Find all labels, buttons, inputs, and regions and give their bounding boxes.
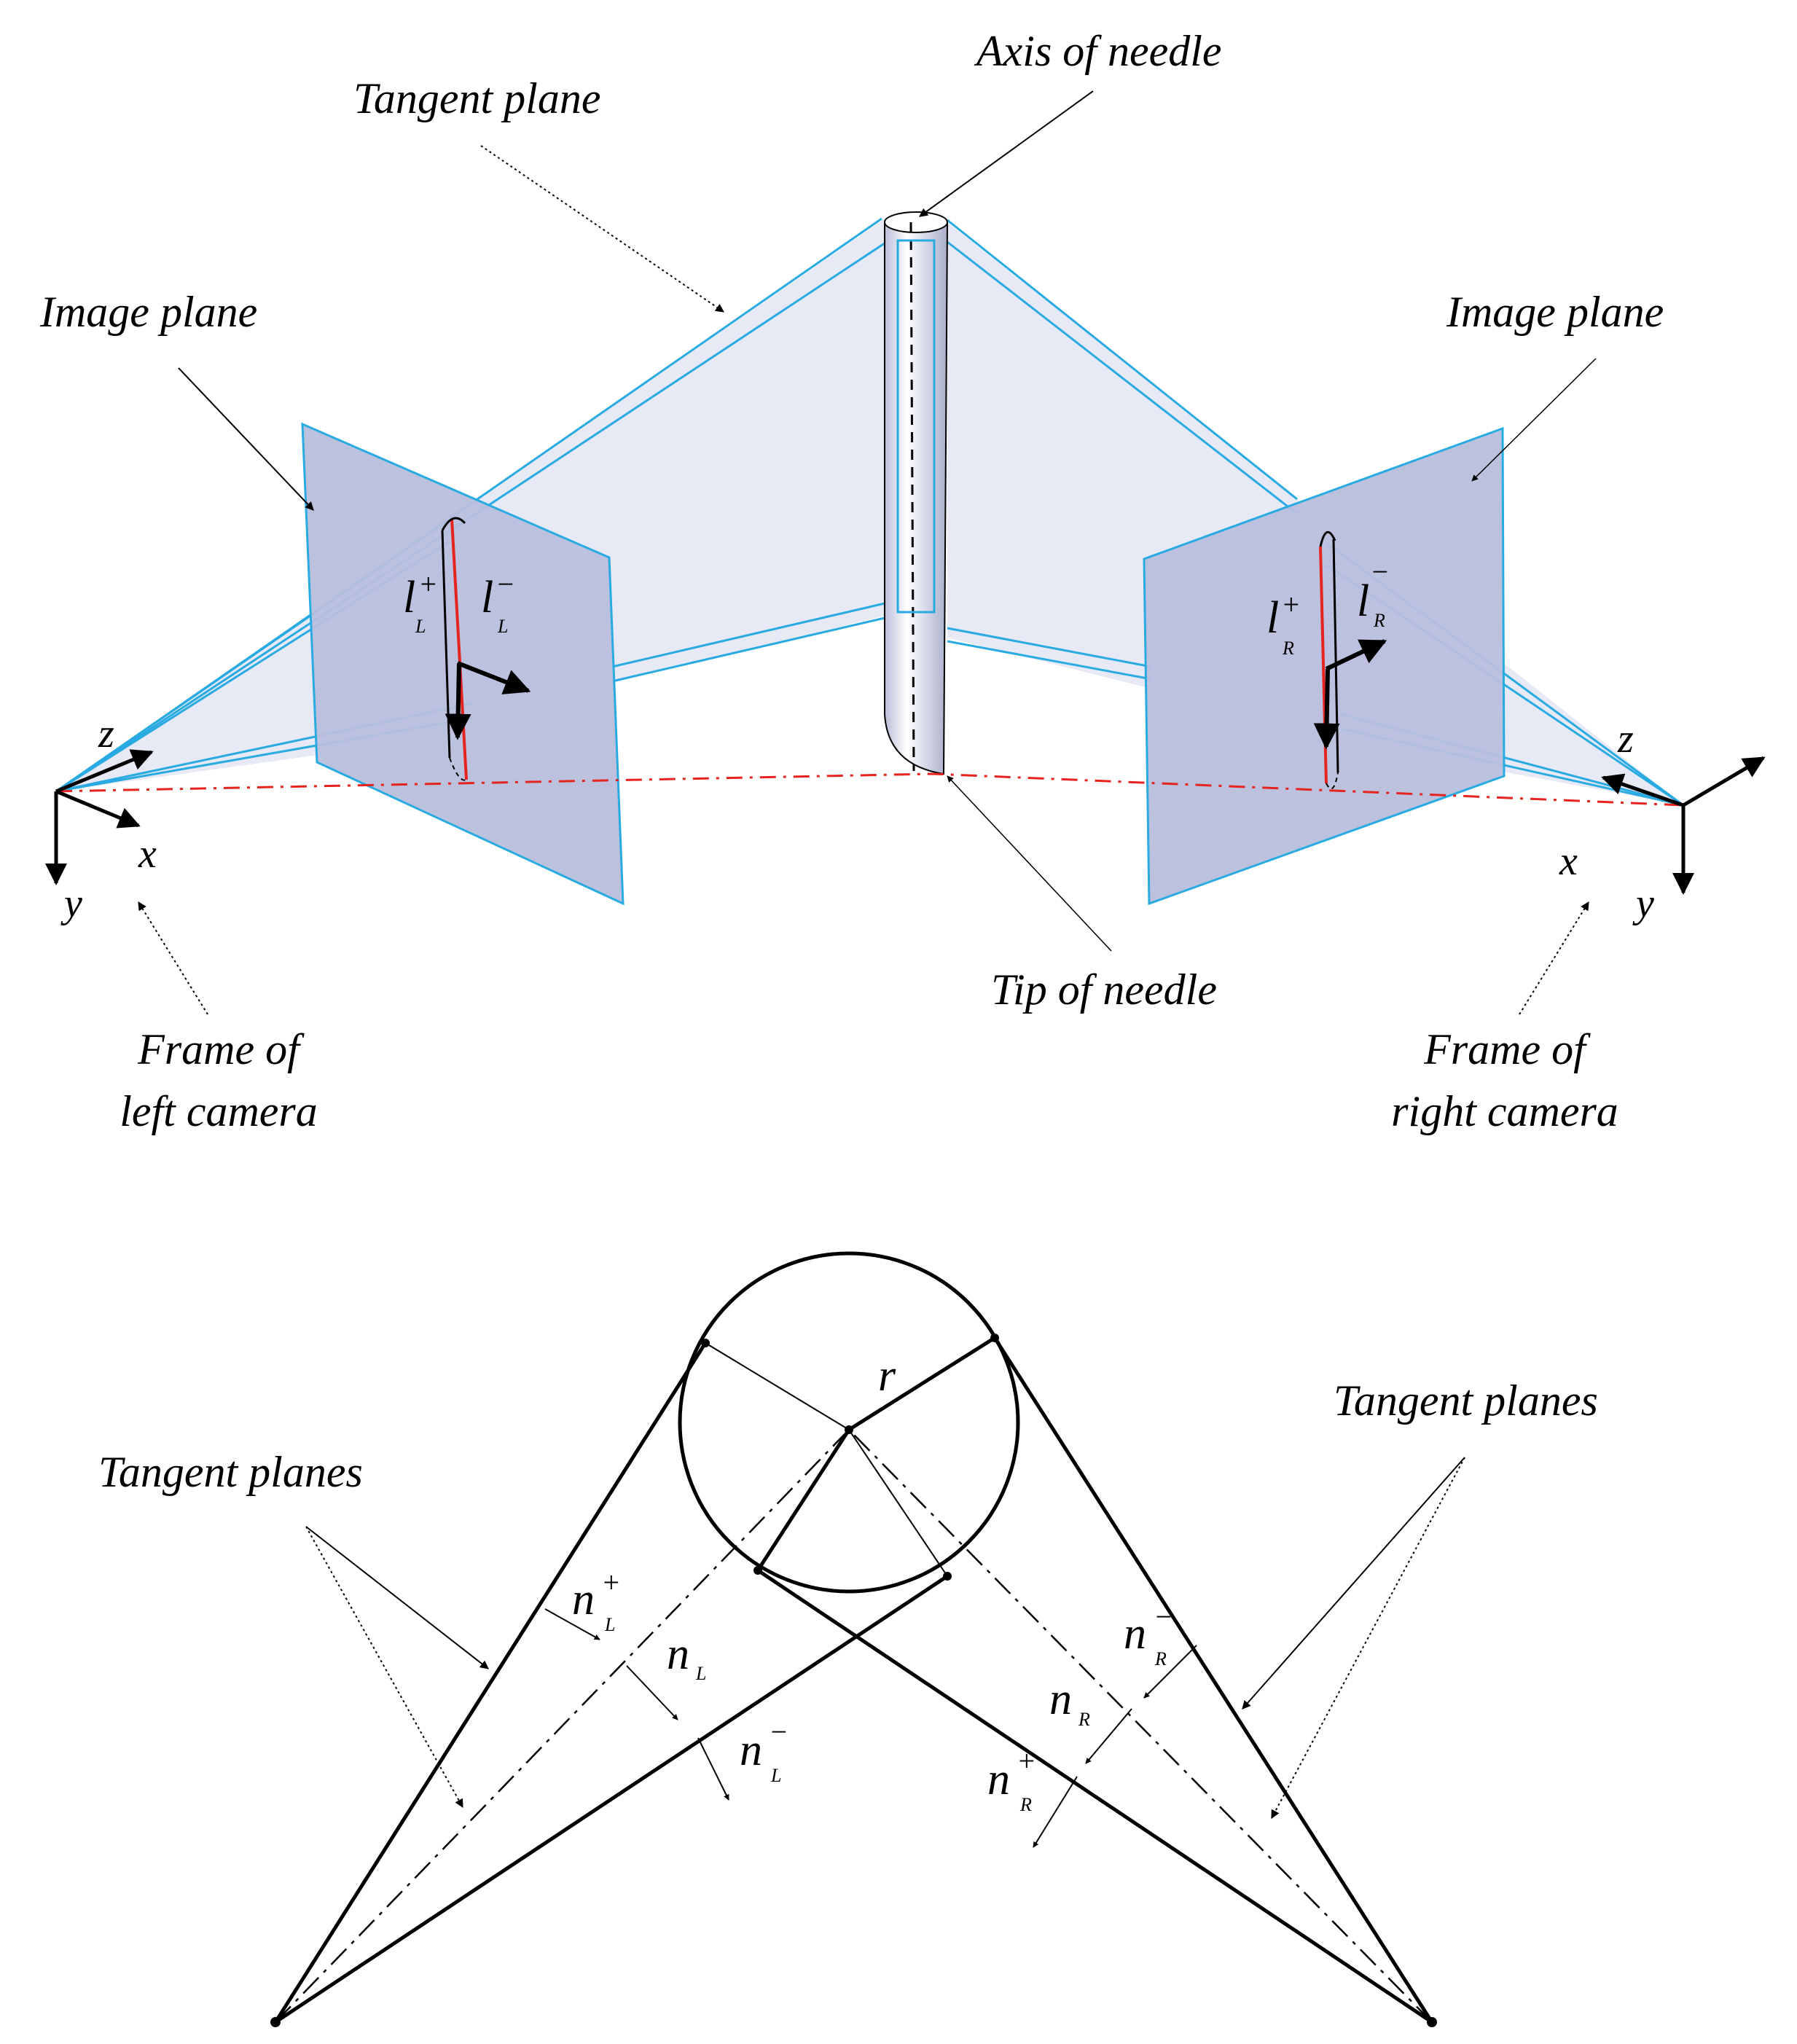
baseline-red-dashed <box>55 772 1684 807</box>
svg-text:L: L <box>415 616 426 637</box>
image-plane-right-label: Image plane <box>1446 288 1664 336</box>
symbol-n-plus-R: n + R <box>987 1745 1036 1815</box>
symbol-n-minus-R: n − R <box>1124 1600 1173 1669</box>
left-camera-frame <box>45 749 154 885</box>
svg-text:R: R <box>1282 638 1294 659</box>
svg-text:+: + <box>1281 588 1301 621</box>
left-axis-x: x <box>138 831 157 877</box>
symbol-n-minus-L: n − L <box>740 1715 788 1786</box>
symbol-n-L: n L <box>667 1629 706 1684</box>
needle-cross-section <box>678 1251 1020 1594</box>
svg-text:n: n <box>572 1575 595 1624</box>
bottom-thin-radii <box>705 1342 948 1577</box>
bottom-2d-section: Tangent planes Tangent planes r n + L n … <box>98 1251 1598 2027</box>
svg-text:n: n <box>987 1755 1010 1804</box>
radius-label: r <box>878 1351 896 1401</box>
svg-text:n: n <box>1049 1675 1072 1724</box>
svg-text:+: + <box>1017 1745 1036 1777</box>
svg-text:L: L <box>497 616 508 637</box>
svg-text:−: − <box>496 568 515 600</box>
symbol-l-plus-L: l + L <box>403 568 438 637</box>
svg-text:+: + <box>601 1566 621 1599</box>
bottom-normal-arrows <box>544 1608 1197 1848</box>
needle-cylinder <box>884 211 949 775</box>
symbol-n-plus-L: n + L <box>572 1566 621 1635</box>
tangent-planes-right-label: Tangent planes <box>1334 1377 1598 1425</box>
frame-left-label-line2: left camera <box>120 1087 318 1135</box>
svg-text:l: l <box>1266 593 1279 643</box>
tip-of-needle-label: Tip of needle <box>991 966 1217 1014</box>
top-callout-leaders <box>138 90 1597 1015</box>
right-axis-x: x <box>1559 839 1578 884</box>
symbol-l-minus-L: l − L <box>481 568 515 637</box>
symbol-n-R: n R <box>1049 1675 1090 1730</box>
svg-text:l: l <box>1357 576 1369 626</box>
svg-text:R: R <box>1154 1648 1167 1669</box>
svg-text:R: R <box>1078 1709 1090 1730</box>
top-3d-scene: Axis of needle Tangent plane Image plane… <box>39 27 1766 1135</box>
svg-text:−: − <box>769 1715 788 1748</box>
left-axis-y: y <box>60 881 82 926</box>
frame-right-label-line2: right camera <box>1391 1087 1618 1135</box>
svg-text:+: + <box>418 568 438 600</box>
symbol-l-plus-R: l + R <box>1266 588 1301 659</box>
svg-text:L: L <box>695 1663 706 1684</box>
tangent-plane-label: Tangent plane <box>353 74 600 122</box>
bottom-tangent-lines <box>273 1336 1434 2024</box>
bottom-callout-leaders <box>305 1457 1465 1820</box>
svg-text:R: R <box>1019 1794 1032 1815</box>
svg-text:L: L <box>604 1614 615 1635</box>
tangent-planes-left-label: Tangent planes <box>98 1448 363 1496</box>
image-plane-left-label: Image plane <box>39 288 257 336</box>
svg-text:−: − <box>1154 1600 1173 1633</box>
svg-text:−: − <box>1370 555 1390 588</box>
axis-of-needle-label: Axis of needle <box>974 27 1222 75</box>
frame-right-label-line1: Frame of <box>1423 1025 1591 1073</box>
svg-text:l: l <box>481 573 493 622</box>
svg-text:R: R <box>1373 610 1385 631</box>
svg-text:n: n <box>1124 1609 1146 1659</box>
bottom-points <box>270 1334 1437 2027</box>
svg-text:L: L <box>770 1765 781 1786</box>
svg-text:n: n <box>667 1629 689 1679</box>
left-image-axes <box>445 661 531 740</box>
right-image-axes <box>1313 639 1387 750</box>
svg-text:n: n <box>740 1726 762 1775</box>
symbol-l-minus-R: l − R <box>1357 555 1390 631</box>
right-axis-y: y <box>1632 881 1654 926</box>
left-axis-z: z <box>98 711 114 756</box>
right-axis-z: z <box>1617 716 1634 761</box>
bottom-center-dashdot-lines <box>275 1429 1433 2023</box>
right-camera-frame <box>1601 756 1766 895</box>
svg-text:l: l <box>403 573 415 622</box>
frame-left-label-line1: Frame of <box>137 1025 305 1073</box>
